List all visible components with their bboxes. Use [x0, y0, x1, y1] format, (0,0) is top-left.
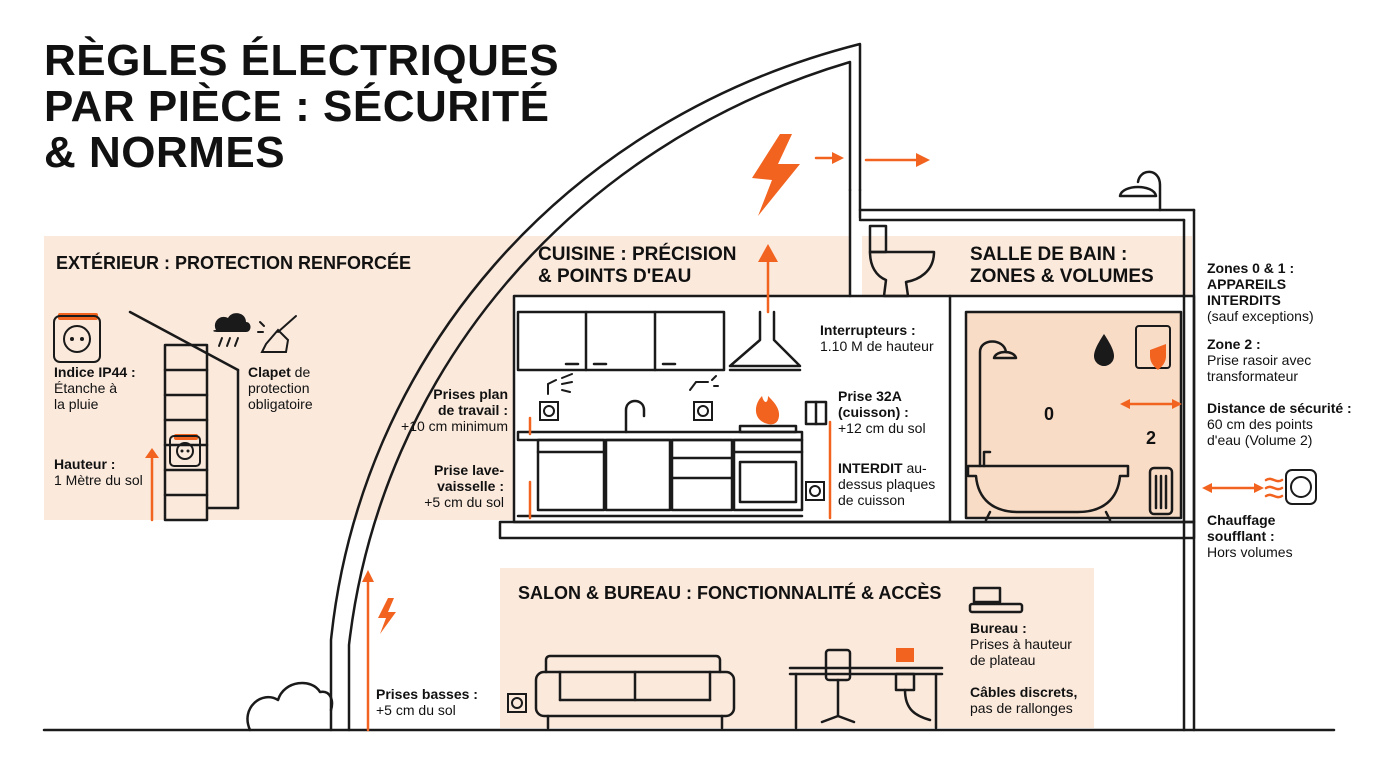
interrupteurs-label: Interrupteurs : — [820, 322, 916, 338]
title-line-2: PAR PIÈCE : SÉCURITÉ — [44, 82, 550, 131]
hauteur-value: 1 Mètre du sol — [54, 472, 143, 488]
lave-vaisselle-line-3: +5 cm du sol — [424, 494, 504, 510]
zones01-line-3: INTERDITS — [1207, 292, 1281, 308]
title-line-3: & NORMES — [44, 128, 286, 177]
exterieur-title: EXTÉRIEUR : PROTECTION RENFORCÉE — [56, 253, 412, 273]
lave-vaisselle-line-1: Prise lave- — [433, 462, 504, 478]
lave-vaisselle-line-2: vaisselle : — [437, 478, 504, 494]
zone-0-label: 0 — [1044, 404, 1055, 424]
plan-travail-line-1: Prises plan — [433, 386, 508, 402]
prises-basses-value: +5 cm du sol — [376, 702, 456, 718]
bureau-line-1: Prises à hauteur — [970, 636, 1072, 652]
plan-travail-line-3: +10 cm minimum — [401, 418, 508, 434]
zones01-line-2: APPAREILS — [1207, 276, 1287, 292]
zone-2-label: 2 — [1146, 428, 1157, 448]
zones01-line-4: (sauf exceptions) — [1207, 308, 1314, 324]
ip44-line-1: Étanche à — [54, 380, 118, 396]
cuisine-header-panel — [514, 236, 850, 296]
roof-arc — [329, 42, 862, 732]
zone2-label: Zone 2 : — [1207, 336, 1261, 352]
salon-title: SALON & BUREAU : FONCTIONNALITÉ & ACCÈS — [518, 583, 942, 603]
ip44-label: Indice IP44 : — [54, 364, 136, 380]
prises-basses-label: Prises basses : — [376, 686, 478, 702]
interdit-line-1: INTERDIT au- — [838, 460, 927, 476]
cuisine-title-line-2: & POINTS D'EAU — [538, 266, 692, 287]
zones01-line-1: Zones 0 & 1 : — [1207, 260, 1295, 276]
salle-de-bain-header-panel — [862, 236, 1192, 296]
clapet-line-3: obligatoire — [248, 396, 313, 412]
clapet-line-1: Clapet de — [248, 364, 311, 380]
prise-32a-line-1: Prise 32A — [838, 388, 902, 404]
page-title: RÈGLES ÉLECTRIQUES PAR PIÈCE : SÉCURITÉ … — [44, 38, 559, 176]
distance-line-2: d'eau (Volume 2) — [1207, 432, 1313, 448]
cables-line-2: pas de rallonges — [970, 700, 1073, 716]
bureau-line-2: de plateau — [970, 652, 1036, 668]
title-line-1: RÈGLES ÉLECTRIQUES — [44, 36, 560, 85]
interrupteurs-value: 1.10 M de hauteur — [820, 338, 934, 354]
chauffage-line-3: Hors volumes — [1207, 544, 1293, 560]
cables-line-1: Câbles discrets, — [970, 684, 1078, 700]
bureau-label: Bureau : — [970, 620, 1027, 636]
interdit-line-2: dessus plaques — [838, 476, 936, 492]
sdb-title-line-1: SALLE DE BAIN : — [970, 244, 1128, 265]
hauteur-label: Hauteur : — [54, 456, 116, 472]
zone2-line-2: transformateur — [1207, 368, 1299, 384]
cuisine-title-line-1: CUISINE : PRÉCISION — [538, 244, 737, 265]
plan-travail-line-2: de travail : — [437, 402, 508, 418]
clapet-line-2: protection — [248, 380, 310, 396]
chauffage-line-1: Chauffage — [1207, 512, 1276, 528]
distance-label: Distance de sécurité : — [1207, 400, 1352, 416]
exterieur-panel — [44, 236, 514, 520]
zone2-line-1: Prise rasoir avec — [1207, 352, 1312, 368]
chauffage-line-2: soufflant : — [1207, 528, 1275, 544]
prise-32a-line-2: (cuisson) : — [838, 404, 909, 420]
interdit-line-3: de cuisson — [838, 492, 905, 508]
sdb-title-line-2: ZONES & VOLUMES — [970, 266, 1154, 287]
prise-32a-line-3: +12 cm du sol — [838, 420, 926, 436]
distance-line-1: 60 cm des points — [1207, 416, 1313, 432]
ip44-line-2: la pluie — [54, 396, 99, 412]
